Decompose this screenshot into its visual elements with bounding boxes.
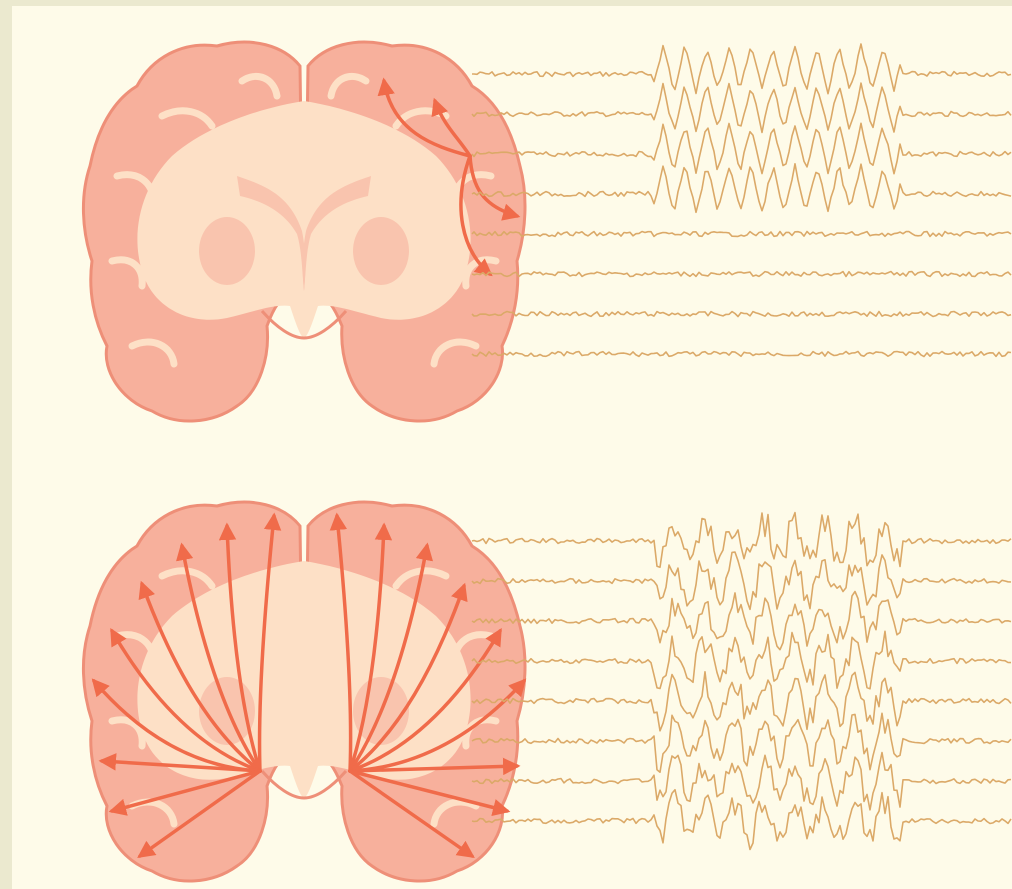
eeg-channel-2: [472, 83, 1011, 132]
deep-nucleus-left: [199, 217, 255, 285]
eeg-channel-8: [472, 790, 1011, 850]
deep-nucleus-right: [353, 217, 409, 285]
focal-seizure-panel: [83, 42, 1011, 421]
diagram-canvas: [12, 6, 1012, 889]
eeg-channel-5: [472, 232, 1011, 237]
eeg-channel-7: [472, 312, 1011, 317]
eeg-channel-8: [472, 352, 1011, 357]
eeg-channel-6: [472, 272, 1011, 277]
eeg-channel-4: [472, 164, 1011, 213]
eeg-channel-2: [472, 552, 1011, 609]
eeg-channel-5: [472, 672, 1011, 731]
eeg-traces-generalized: [472, 513, 1011, 850]
generalized-seizure-panel: [83, 502, 1011, 881]
eeg-channel-4: [472, 631, 1011, 689]
brain-coronal-section-focal: [83, 42, 525, 421]
seizure-diagram: [12, 6, 1012, 889]
eeg-traces-focal: [472, 44, 1011, 357]
eeg-channel-1: [472, 44, 1011, 94]
eeg-channel-7: [472, 753, 1011, 810]
eeg-channel-1: [472, 513, 1011, 568]
eeg-channel-3: [472, 592, 1011, 650]
eeg-channel-3: [472, 123, 1011, 173]
eeg-channel-6: [472, 713, 1011, 772]
